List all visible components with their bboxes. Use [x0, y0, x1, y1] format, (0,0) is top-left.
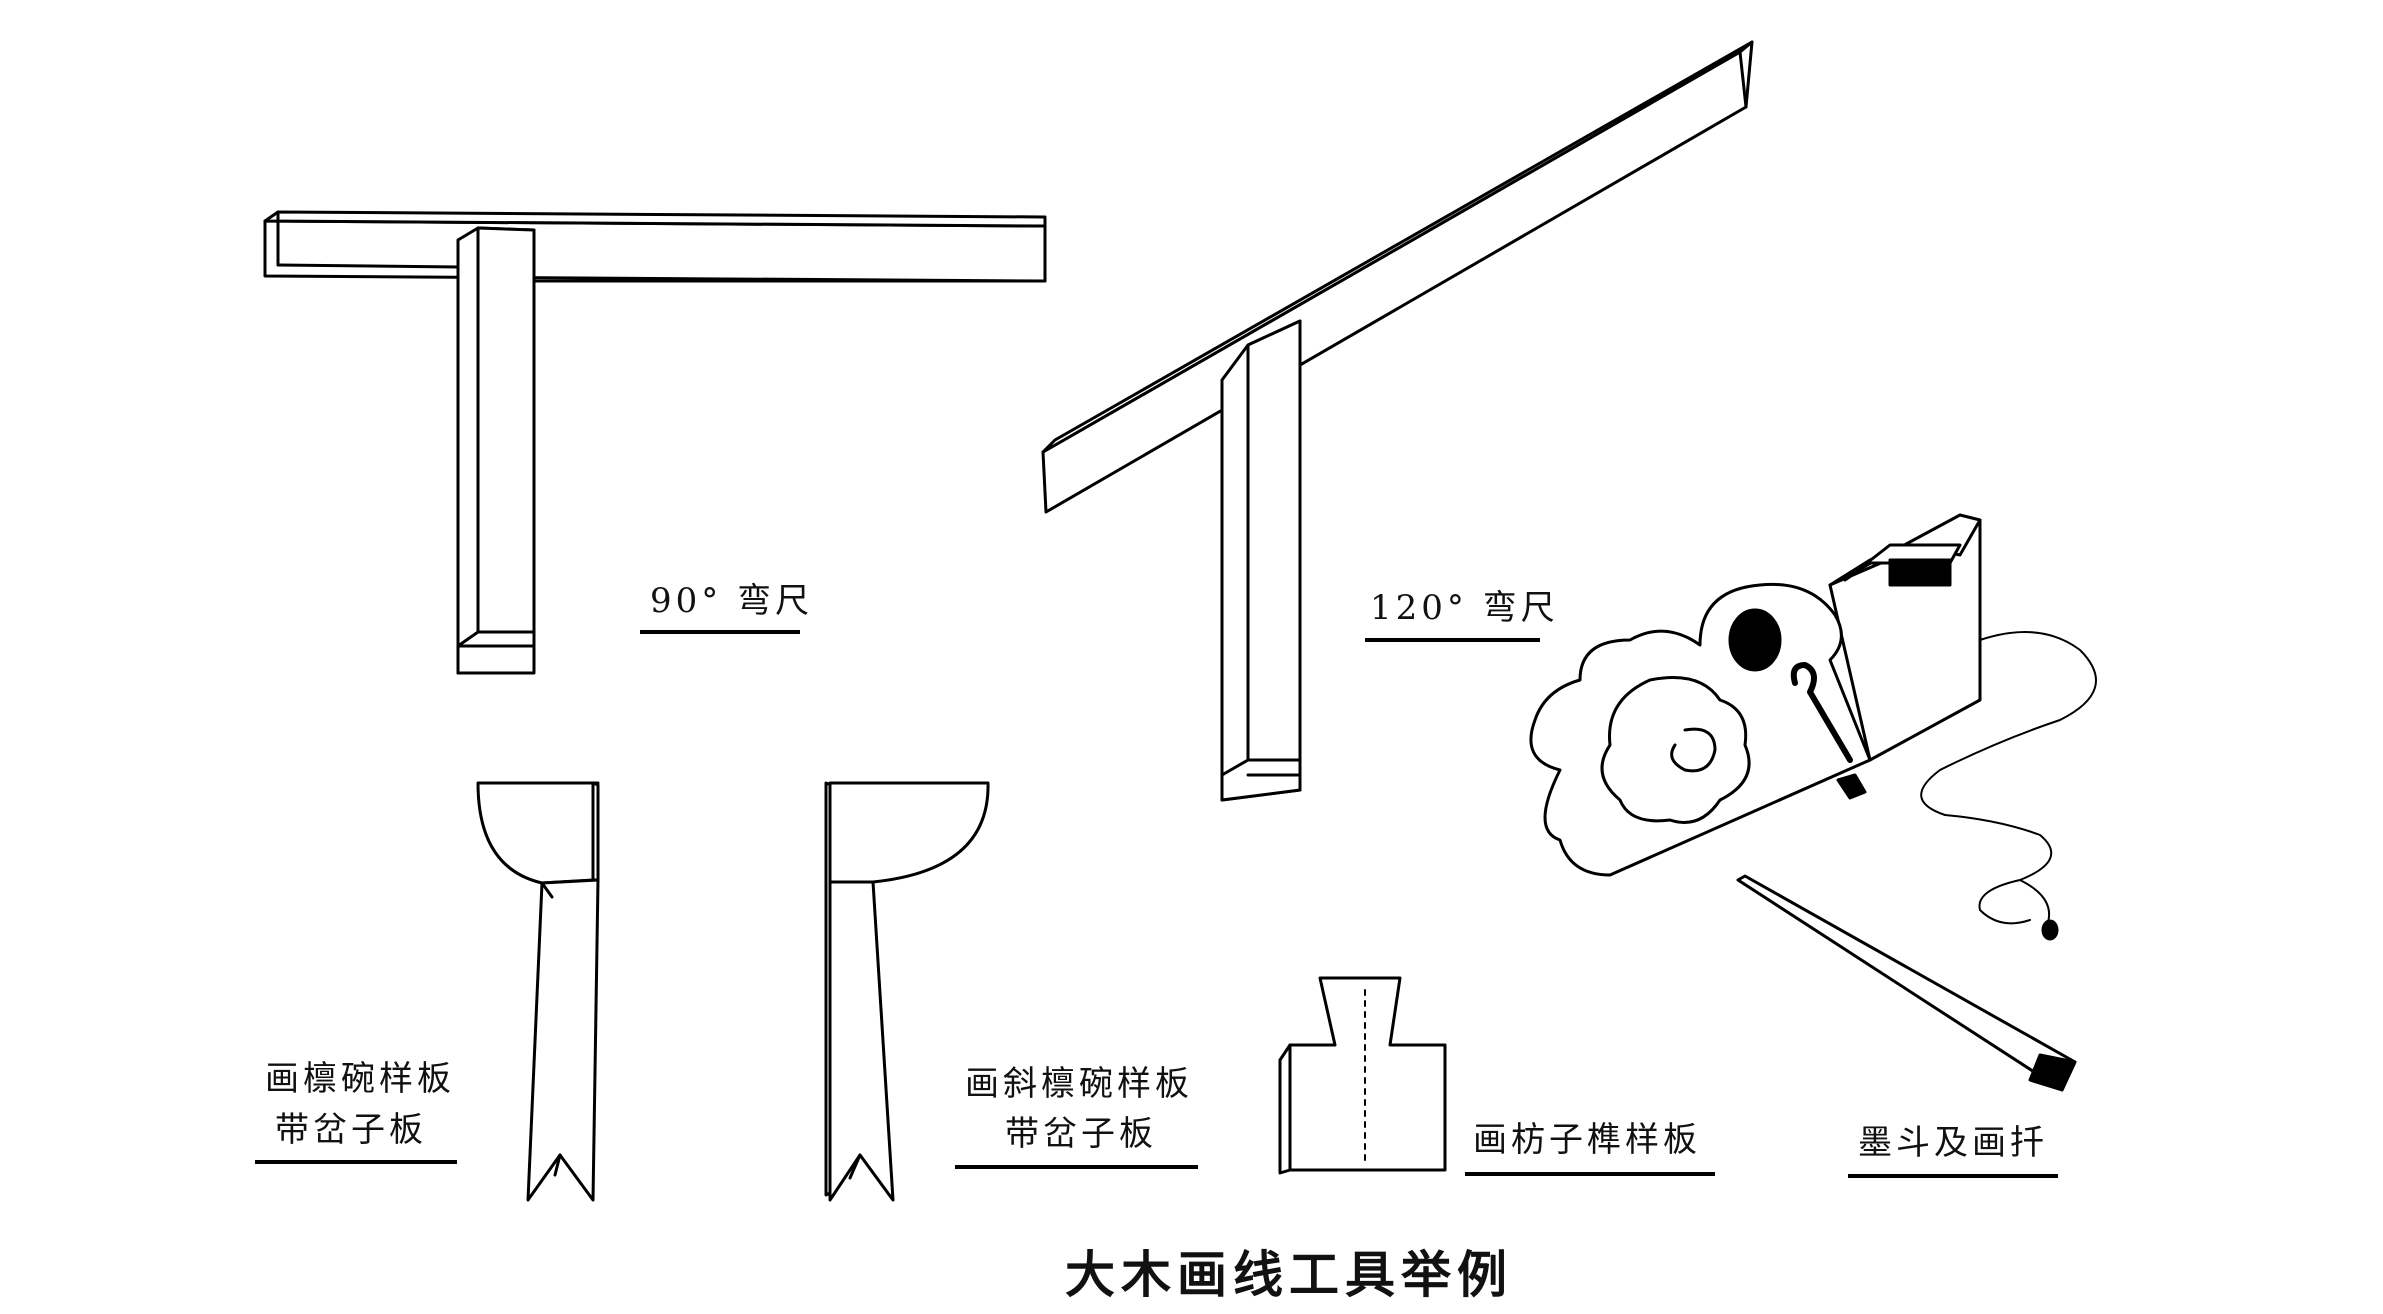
- square-90-drawing: [263, 210, 1047, 675]
- ink-box-drawing: [1529, 513, 2097, 941]
- square-120-label: 120° 弯尺: [1370, 588, 1559, 628]
- square-90-label: 90° 弯尺: [650, 581, 814, 621]
- square-90-underline: [640, 630, 800, 634]
- marker-stick-drawing: [1736, 874, 2077, 1092]
- ink-box-underline: [1848, 1174, 2058, 1178]
- oblique-purlin-template-label-line1: 画斜檩碗样板: [965, 1064, 1193, 1104]
- ink-box-label: 墨斗及画扦: [1858, 1123, 2048, 1163]
- oblique-purlin-template-label-line2: 带岔子板: [1005, 1114, 1157, 1154]
- figure-caption: 大木画线工具举例: [1065, 1245, 1513, 1304]
- tenon-template-underline: [1465, 1172, 1715, 1176]
- oblique-purlin-template-underline: [955, 1165, 1198, 1169]
- square-120-drawing: [1041, 40, 1754, 802]
- purlin-template-label-line1: 画檩碗样板: [265, 1059, 455, 1099]
- purlin-template-underline: [255, 1160, 457, 1164]
- purlin-template-label-line2: 带岔子板: [275, 1110, 427, 1150]
- tenon-template-label: 画枋子榫样板: [1473, 1120, 1701, 1160]
- purlin-template-drawing: [476, 781, 600, 1202]
- oblique-purlin-template-drawing: [824, 781, 990, 1202]
- tenon-template-drawing: [1278, 976, 1447, 1175]
- square-120-underline: [1365, 638, 1540, 642]
